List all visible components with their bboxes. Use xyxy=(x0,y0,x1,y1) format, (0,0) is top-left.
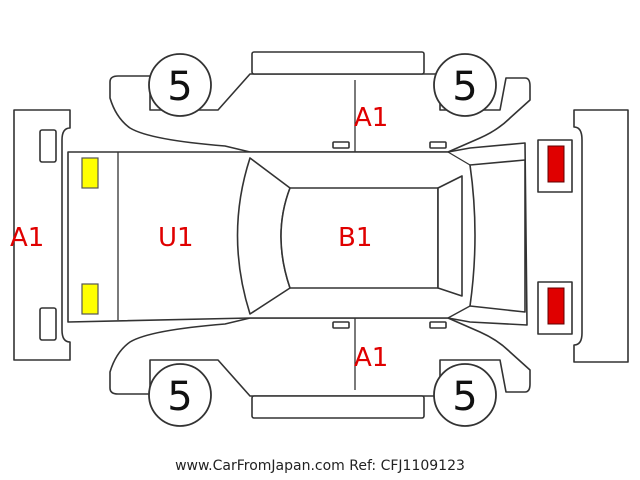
rear-bumper xyxy=(573,109,629,363)
damage-code-right-side: A1 xyxy=(354,343,388,373)
right-side-panel xyxy=(109,317,531,419)
left-side-panel xyxy=(109,51,531,153)
damage-code-front-bumper: A1 xyxy=(10,223,44,253)
front-bumper xyxy=(13,109,71,361)
tire-tread-value: 5 xyxy=(167,374,192,420)
damage-code-roof: B1 xyxy=(338,223,372,253)
tire-tread-value: 5 xyxy=(452,374,477,420)
headlight-left xyxy=(81,157,99,189)
headlight-right xyxy=(81,283,99,315)
tire-rear-right: 5 xyxy=(433,363,497,427)
credit-caption: www.CarFromJapan.com Ref: CFJ1109123 xyxy=(175,458,465,474)
damage-code-hood: U1 xyxy=(158,223,194,253)
tire-front-left: 5 xyxy=(148,53,212,117)
tire-rear-left: 5 xyxy=(433,53,497,117)
tire-tread-value: 5 xyxy=(167,64,192,110)
tire-front-right: 5 xyxy=(148,363,212,427)
tire-tread-value: 5 xyxy=(452,64,477,110)
taillight-right xyxy=(537,281,573,335)
damage-code-left-side: A1 xyxy=(354,103,388,133)
taillight-left xyxy=(537,139,573,193)
car-top-view xyxy=(67,142,528,326)
